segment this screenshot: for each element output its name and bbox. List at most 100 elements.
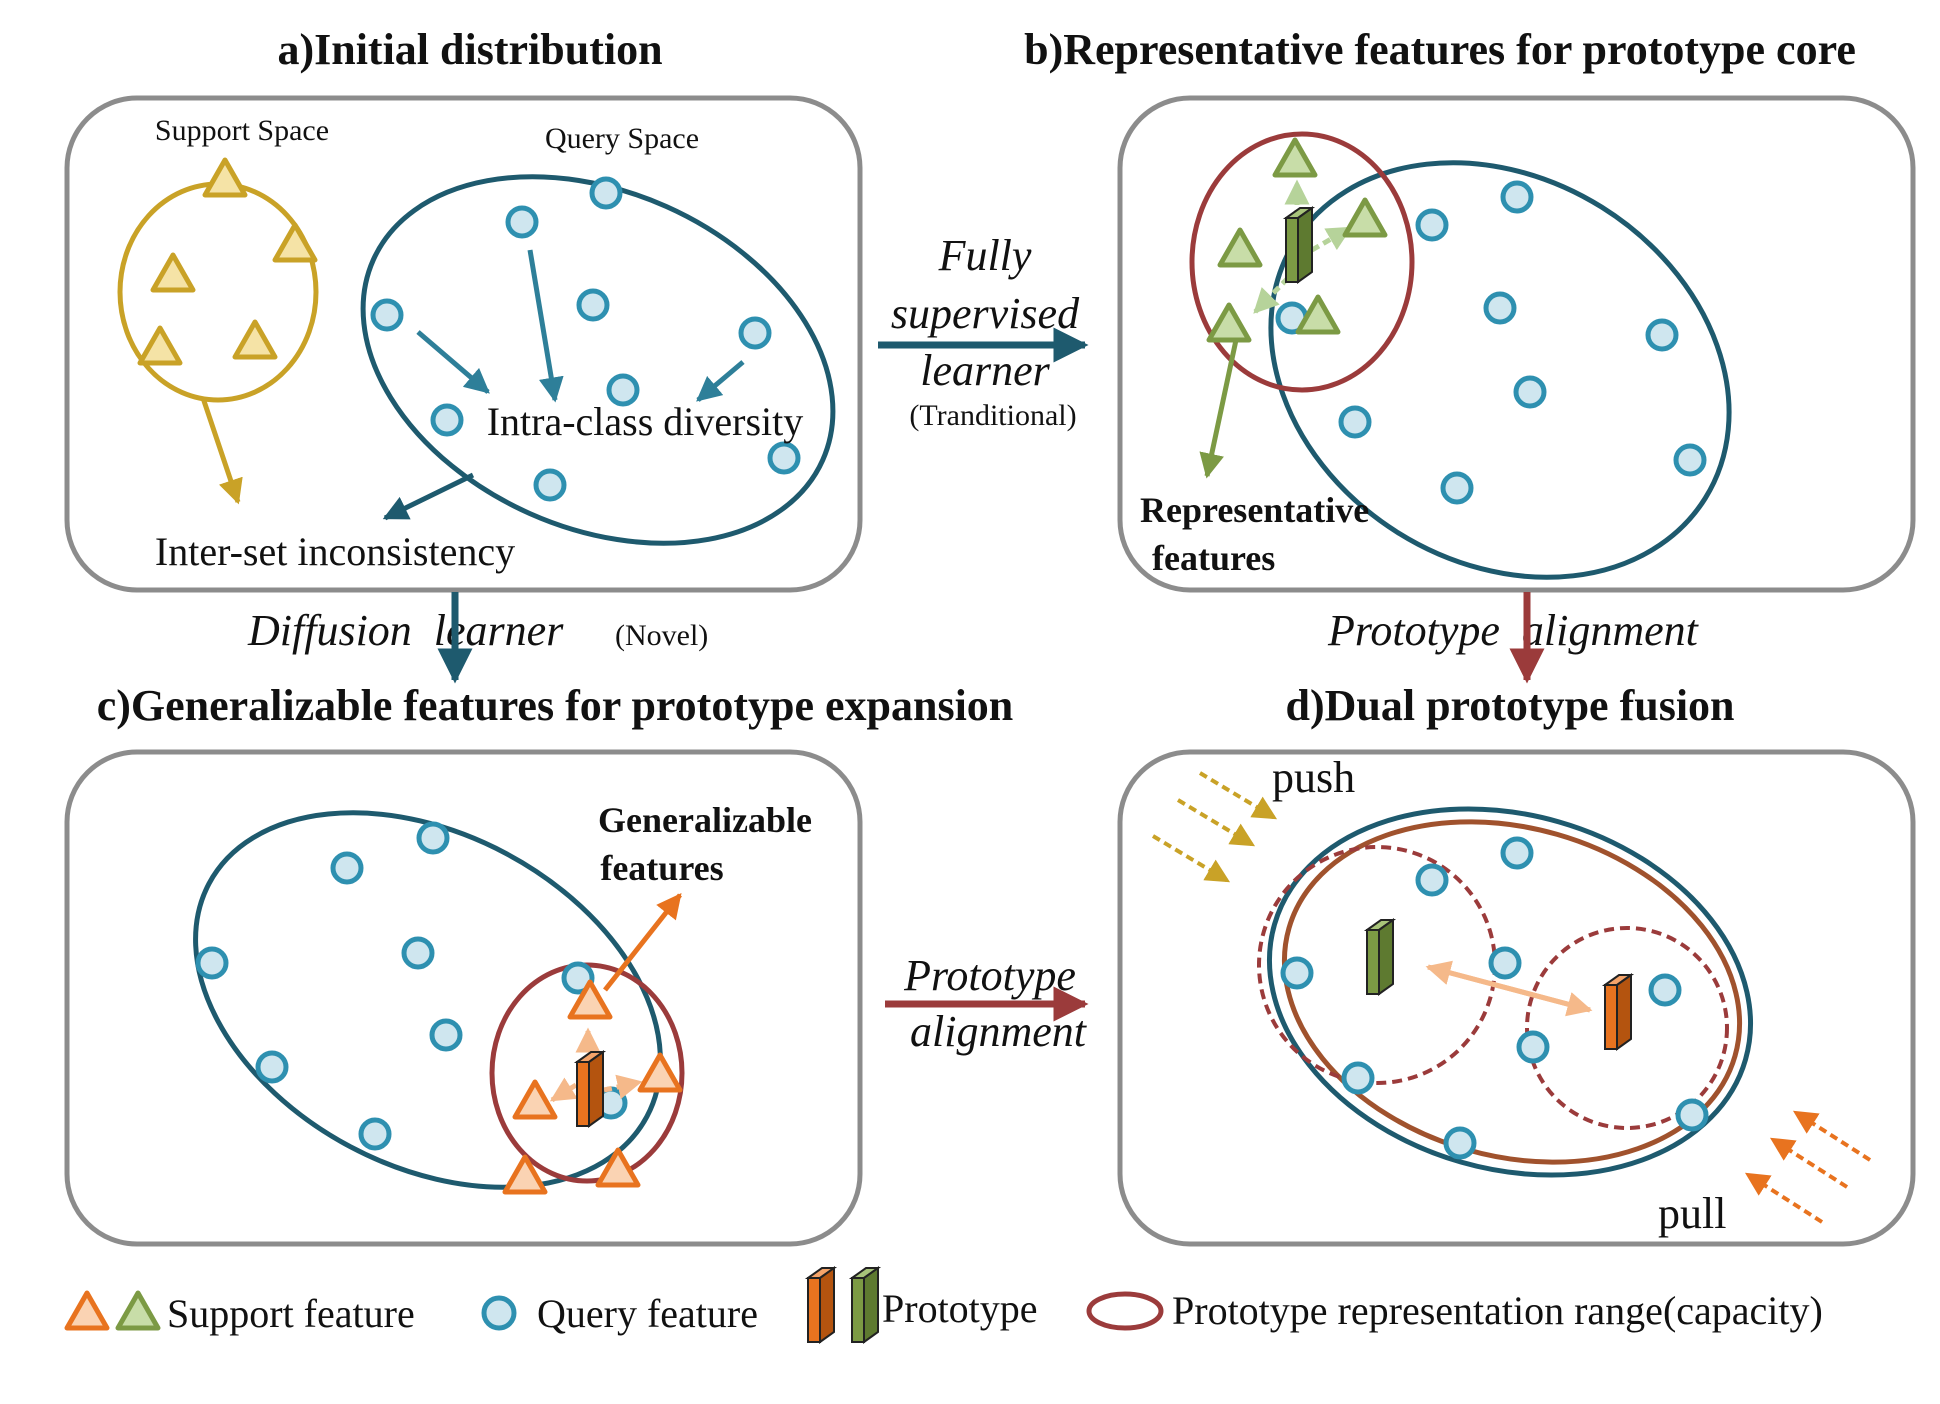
support-feature-triangle [150, 252, 196, 293]
expansion-arrow [603, 1074, 643, 1100]
connector-a-to-c: Diffusion learner (Novel) [247, 592, 708, 684]
query-feature-circle [1675, 1098, 1709, 1132]
query-space-label: Query Space [545, 122, 699, 155]
panel-a-frame [64, 95, 863, 593]
core-arrow [1310, 225, 1353, 253]
prototype-label-cd: Prototype [903, 951, 1076, 1000]
support-feature-triangle [502, 1154, 548, 1195]
panel-b-frame [1117, 95, 1916, 593]
expansion-arrow [549, 1077, 578, 1103]
query-feature-circle [1483, 291, 1517, 325]
support-feature-triangle [512, 1079, 558, 1120]
support-feature-triangle [232, 319, 278, 360]
generalizable-arrow [603, 893, 682, 992]
traditional-note: (Tranditional) [909, 399, 1076, 432]
pull-arrow [1769, 1137, 1849, 1189]
diffusion-learner-label: Diffusion learner [247, 606, 564, 655]
core-arrow [1253, 276, 1290, 314]
representative-label-2: features [1152, 538, 1275, 578]
support-feature-triangle [595, 1147, 641, 1188]
representation-range [1189, 131, 1415, 393]
legend: Support feature Query feature Prototype … [64, 1266, 1823, 1344]
pull-arrow [1792, 1110, 1872, 1162]
panel-c-title: c)Generalizable features for prototype e… [97, 681, 1014, 730]
pull-label: pull [1658, 1189, 1726, 1238]
diversity-arrow [416, 330, 490, 394]
query-feature-circle [1415, 208, 1449, 242]
support-feature-triangle [1217, 227, 1263, 268]
inter-set-label: Inter-set inconsistency [155, 529, 515, 574]
support-space-label: Support Space [155, 114, 329, 147]
support-feature-triangle [137, 325, 183, 366]
novel-note: (Novel) [615, 619, 708, 652]
prototype-bar-orange [1601, 973, 1635, 1051]
query-feature-circle [430, 403, 464, 437]
representation-range-dashed [1525, 926, 1729, 1130]
query-feature-circle [1488, 946, 1522, 980]
push-arrow [1176, 798, 1256, 847]
support-feature-triangle [637, 1052, 683, 1093]
panel-c: Generalizable features [193, 800, 812, 1195]
query-feature-circle [533, 468, 567, 502]
connector-a-to-b: Fully supervised learner (Tranditional) [878, 231, 1089, 432]
query-feature-circle [576, 288, 610, 322]
query-feature-circle [738, 316, 772, 350]
query-feature-circle [1443, 1126, 1477, 1160]
query-feature-circle [255, 1050, 289, 1084]
support-feature-triangle [1206, 302, 1252, 343]
legend-query-label: Query feature [537, 1291, 758, 1336]
support-feature-triangle [1295, 294, 1341, 335]
query-space-ellipse [360, 174, 836, 546]
prototype-bar-green [1363, 918, 1397, 996]
push-arrow [1198, 771, 1278, 820]
query-feature-circle [416, 821, 450, 855]
fully-label: Fully [938, 231, 1032, 280]
query-feature-circle [606, 373, 640, 407]
panel-d-frame [1117, 749, 1916, 1247]
prototype-bar-orange [573, 1050, 607, 1128]
legend-support-label: Support feature [167, 1291, 415, 1336]
query-feature-circle [1500, 836, 1534, 870]
prototype-bar-green [1282, 206, 1316, 284]
support-feature-triangle [272, 222, 318, 263]
legend-orange-prototype-icon [804, 1266, 838, 1344]
diversity-arrow [527, 249, 564, 403]
query-feature-circle [195, 946, 229, 980]
pull-arrow [1744, 1172, 1824, 1224]
query-feature-circle [358, 1117, 392, 1151]
connector-c-to-d: Prototype alignment [885, 951, 1089, 1056]
inconsistency-arrow [200, 397, 243, 505]
panel-d-title: d)Dual prototype fusion [1285, 681, 1734, 730]
supervised-label: supervised [891, 289, 1080, 338]
intra-class-label: Intra-class diversity [487, 399, 804, 444]
fusion-arrow [1427, 964, 1593, 1017]
query-space-ellipse [193, 810, 663, 1190]
learner-label: learner [920, 346, 1050, 395]
panel-c-frame [64, 749, 863, 1247]
legend-query-circle-icon [481, 1295, 517, 1331]
support-feature-triangle [1342, 197, 1388, 238]
query-feature-circle [1516, 1030, 1550, 1064]
query-feature-circle [505, 205, 539, 239]
query-feature-circle [589, 176, 623, 210]
query-feature-circle [1280, 956, 1314, 990]
panel-a: Support Space Query Space Intra-class di… [117, 114, 836, 574]
legend-green-prototype-icon [848, 1266, 882, 1344]
diversity-arrow [696, 360, 745, 402]
inconsistency-arrow [382, 472, 475, 521]
query-feature-circle [1440, 471, 1474, 505]
legend-range-ellipse-icon [1086, 1291, 1164, 1331]
panel-d: push pull [1151, 753, 1872, 1238]
query-feature-circle [1673, 443, 1707, 477]
push-arrow [1151, 834, 1231, 883]
support-feature-triangle [567, 979, 613, 1020]
prototype-alignment-label-bd: Prototype alignment [1327, 606, 1700, 655]
fused-range-ellipse [1281, 819, 1743, 1165]
query-feature-circle [429, 1018, 463, 1052]
query-feature-circle [1338, 405, 1372, 439]
query-feature-circle [1513, 375, 1547, 409]
legend-orange-triangle-icon [64, 1290, 110, 1331]
representative-label-1: Representative [1140, 490, 1369, 530]
generalizable-label-2: features [600, 848, 723, 888]
